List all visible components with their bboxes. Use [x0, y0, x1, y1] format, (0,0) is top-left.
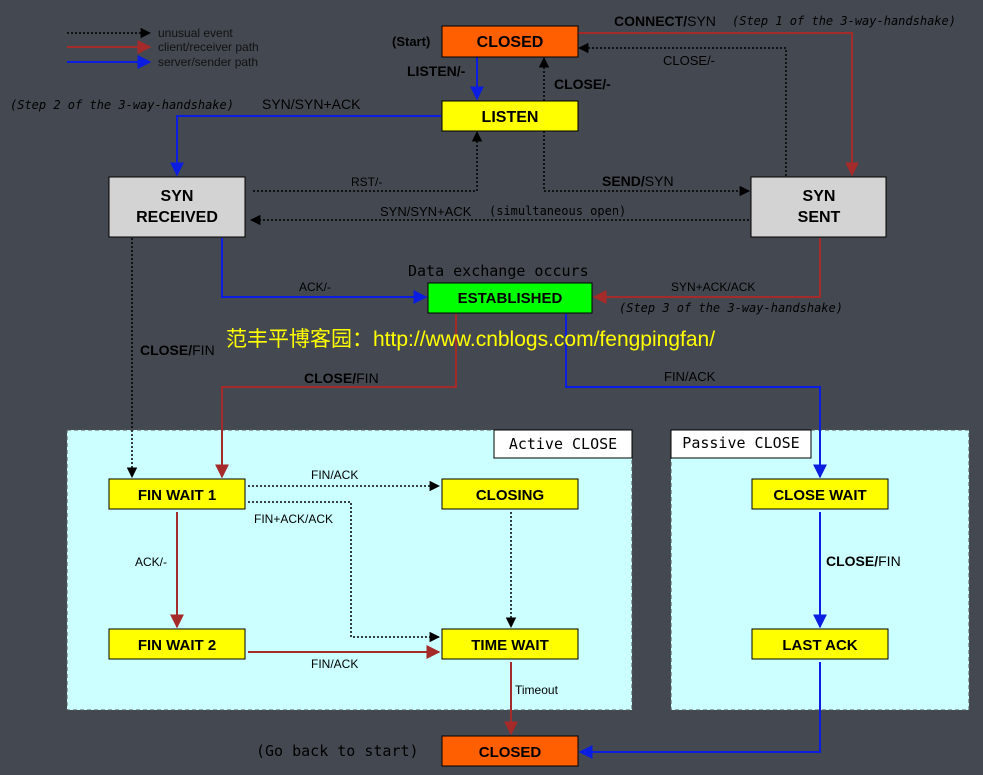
state-fin-wait-2: FIN WAIT 2 — [108, 628, 246, 660]
label-syn-synack-sim: SYN/SYN+ACK — [380, 204, 472, 219]
label-close-synsent: CLOSE/- — [663, 53, 715, 68]
state-close-wait: CLOSE WAIT — [751, 478, 889, 510]
legend-server-text: server/sender path — [158, 55, 258, 69]
state-listen: LISTEN — [441, 100, 579, 132]
label-simultaneous: (simultaneous open) — [489, 204, 626, 218]
svg-text:CLOSING: CLOSING — [476, 487, 544, 504]
arrow-established-close — [215, 314, 457, 479]
arrow-lastack-closed — [578, 662, 821, 759]
watermark-text: 范丰平博客园：http://www.cnblogs.com/fengpingfa… — [226, 328, 715, 351]
arrow-synsent-close — [577, 42, 787, 176]
label-listen-transition: LISTEN/- — [407, 63, 466, 79]
state-closing: CLOSING — [441, 478, 579, 510]
arrow-syn-synack — [170, 115, 441, 177]
label-ack-established: ACK/- — [299, 280, 331, 294]
svg-text:CLOSED: CLOSED — [479, 744, 542, 761]
svg-text:TIME WAIT: TIME WAIT — [471, 637, 549, 654]
label-close-listen: CLOSE/- — [554, 76, 611, 92]
label-rst: RST/- — [351, 175, 382, 189]
label-fin-ack-closing: FIN/ACK — [311, 468, 358, 482]
svg-text:SYN: SYN — [803, 188, 836, 205]
svg-text:CLOSE WAIT: CLOSE WAIT — [773, 487, 866, 504]
arrow-rst — [253, 130, 483, 192]
active-close-region: Active CLOSE — [66, 429, 633, 711]
label-send-syn: SEND/SYN — [602, 173, 674, 189]
svg-text:SYN: SYN — [161, 188, 194, 205]
state-syn-received: SYN RECEIVED — [108, 176, 246, 238]
label-timeout: Timeout — [515, 683, 559, 697]
svg-text:FIN WAIT 2: FIN WAIT 2 — [138, 637, 216, 654]
arrow-fin-ack-passive — [565, 314, 827, 479]
svg-text:LISTEN: LISTEN — [482, 109, 539, 126]
label-go-back: (Go back to start) — [256, 742, 419, 760]
legend: unusual event client/receiver path serve… — [67, 26, 259, 69]
active-close-label: Active CLOSE — [509, 435, 617, 453]
arrow-send-syn — [543, 131, 751, 197]
label-close-fin-synrcvd: CLOSE/FIN — [140, 342, 215, 358]
state-established: ESTABLISHED — [427, 282, 593, 314]
svg-text:RECEIVED: RECEIVED — [136, 209, 218, 226]
label-step2: (Step 2 of the 3-way-handshake) — [10, 98, 234, 112]
svg-text:LAST ACK: LAST ACK — [782, 637, 857, 654]
svg-text:ESTABLISHED: ESTABLISHED — [458, 290, 563, 307]
svg-text:CLOSED: CLOSED — [477, 34, 544, 51]
state-time-wait: TIME WAIT — [441, 628, 579, 660]
label-synack-ack: SYN+ACK/ACK — [671, 280, 755, 294]
svg-text:SENT: SENT — [798, 209, 841, 226]
label-close-fin-established: CLOSE/FIN — [304, 370, 379, 386]
label-finack-ack: FIN+ACK/ACK — [254, 512, 333, 526]
passive-close-label: Passive CLOSE — [682, 434, 799, 452]
label-start: (Start) — [392, 34, 430, 49]
state-fin-wait-1: FIN WAIT 1 — [108, 478, 246, 510]
state-closed-bottom: CLOSED — [441, 735, 579, 767]
label-connect-syn: CONNECT/SYN — [614, 13, 716, 29]
label-data-exchange: Data exchange occurs — [408, 262, 589, 280]
state-last-ack: LAST ACK — [751, 628, 889, 660]
label-syn-synack: SYN/SYN+ACK — [262, 96, 361, 112]
arrow-ack-established — [221, 238, 428, 304]
arrow-fw1-timewait — [248, 501, 441, 643]
label-fin-ack-fw2: FIN/ACK — [311, 657, 358, 671]
label-fin-ack-passive: FIN/ACK — [664, 369, 716, 384]
svg-text:FIN WAIT 1: FIN WAIT 1 — [138, 487, 216, 504]
legend-unusual-text: unusual event — [158, 26, 233, 40]
state-closed-top: CLOSED — [441, 25, 579, 58]
legend-client-text: client/receiver path — [158, 40, 259, 54]
arrow-connect — [578, 32, 859, 177]
arrow-synack-ack — [592, 238, 821, 304]
label-step1: (Step 1 of the 3-way-handshake) — [732, 14, 956, 28]
label-ack-fw: ACK/- — [135, 555, 167, 569]
label-close-fin-passive: CLOSE/FIN — [826, 553, 901, 569]
label-step3: (Step 3 of the 3-way-handshake) — [619, 301, 843, 315]
state-syn-sent: SYN SENT — [750, 176, 887, 238]
